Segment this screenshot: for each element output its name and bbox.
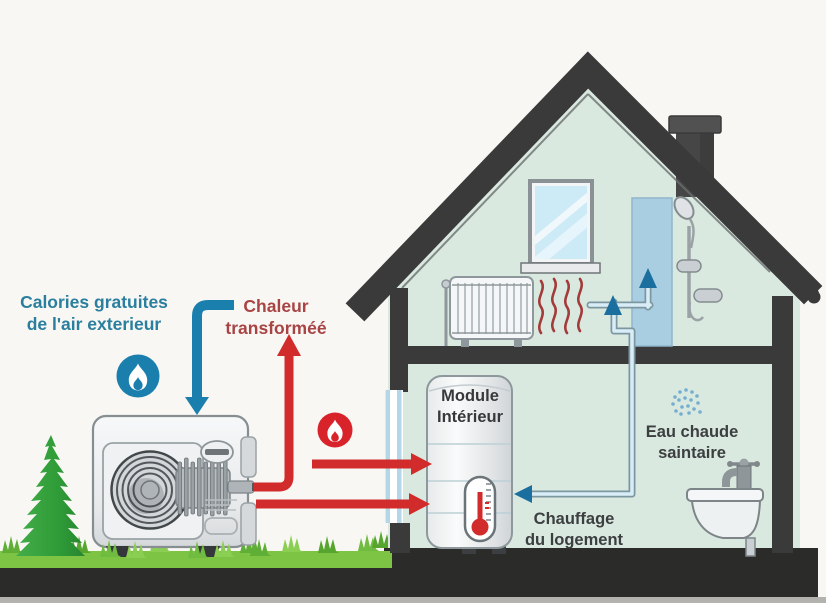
label-home-heating-line1: Chauffage (533, 510, 615, 528)
ground-edge (0, 597, 826, 603)
faucet-icon (722, 458, 760, 493)
window-sill (520, 262, 601, 274)
label-sanitary-hot-water: Eau chaude saintaire (634, 422, 750, 464)
label-transformed-heat-line2: transforméé (225, 318, 327, 338)
heat-into-tank-arrow-icon (312, 453, 432, 475)
heating-pipes (514, 268, 657, 503)
outside-air-arrow-icon (185, 300, 234, 415)
heat-waves-icon (538, 277, 583, 335)
heat-pump-unit (91, 414, 260, 557)
label-indoor-module-line2: Intérieur (436, 408, 504, 426)
indoor-module-tank (426, 375, 513, 554)
heat-flow-arrows (254, 334, 432, 515)
compressor (175, 457, 260, 517)
right-wall (772, 296, 793, 553)
ground (0, 548, 826, 603)
label-outside-air-line2: de l'air exterieur (26, 314, 162, 334)
wall-pass-through (385, 390, 403, 523)
fan-icon (110, 450, 190, 530)
tree (16, 435, 85, 556)
heat-into-tank-arrow-icon (256, 493, 430, 515)
label-sanitary-hot-water-line2: saintaire (658, 444, 726, 462)
pump-gauge-icon (200, 440, 234, 464)
shower-icon (673, 196, 723, 322)
sink (686, 458, 764, 557)
window (520, 179, 601, 274)
label-indoor-module-line1: Module (441, 387, 499, 405)
label-transformed-heat-line1: Chaleur (243, 296, 309, 316)
return-arrow-icon (514, 485, 532, 503)
label-outside-air-line1: Calories gratuites (20, 292, 168, 312)
spray-icon (671, 388, 702, 416)
label-sanitary-hot-water-line1: Eau chaude (645, 423, 739, 441)
floor-band (398, 346, 793, 364)
label-transformed-heat: Chaleur transforméé (224, 295, 328, 339)
left-wall-stub (390, 523, 410, 553)
transformed-heat-flame-badge (317, 412, 353, 448)
thermometer-icon (463, 475, 497, 543)
grass (0, 531, 393, 568)
radiator (441, 276, 534, 347)
left-wall-upper (390, 288, 408, 392)
riser-arrow-icon (604, 295, 622, 315)
outside-air-flame-badge (116, 354, 160, 398)
walls (385, 288, 793, 553)
roof (345, 51, 823, 322)
label-home-heating: Chauffage du logement (512, 509, 636, 551)
shower-panel (631, 197, 673, 347)
label-indoor-module: Module Intérieur (424, 386, 516, 428)
label-outside-air: Calories gratuites de l'air exterieur (2, 291, 186, 335)
riser-arrow-icon (639, 268, 657, 288)
transformed-heat-arrow-icon (254, 334, 301, 492)
label-home-heating-line2: du logement (524, 531, 624, 549)
